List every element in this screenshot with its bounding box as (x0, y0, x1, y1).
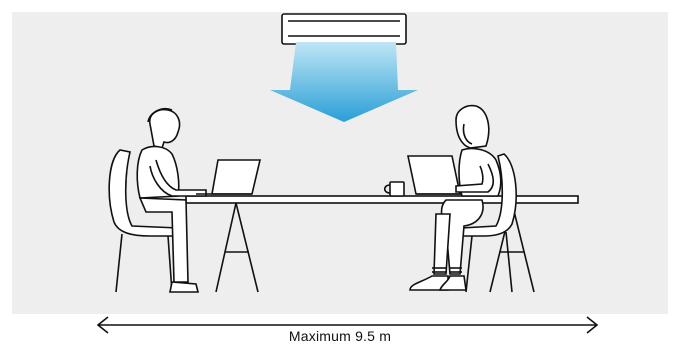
distance-label: Maximum 9.5 m (0, 328, 680, 344)
air-conditioner-icon (282, 14, 406, 44)
